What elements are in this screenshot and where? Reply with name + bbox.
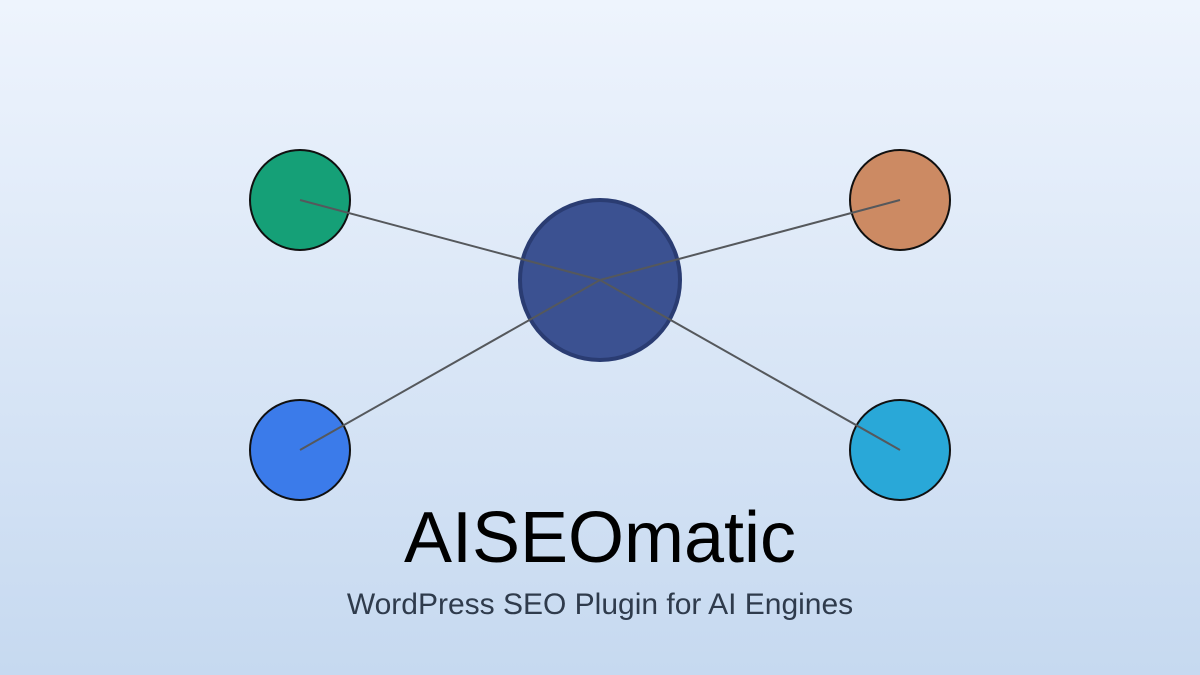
product-subtitle: WordPress SEO Plugin for AI Engines	[346, 588, 854, 621]
product-title: AISEOmatic	[403, 498, 797, 578]
product-title-container: AISEOmatic	[0, 502, 1200, 574]
edge-blue-core	[299, 279, 601, 451]
edge-green-core	[299, 199, 601, 281]
edge-cyan-core	[599, 279, 901, 451]
edge-orange-core	[599, 199, 901, 281]
product-subtitle-container: WordPress SEO Plugin for AI Engines	[0, 590, 1200, 620]
edge-group	[299, 199, 901, 451]
